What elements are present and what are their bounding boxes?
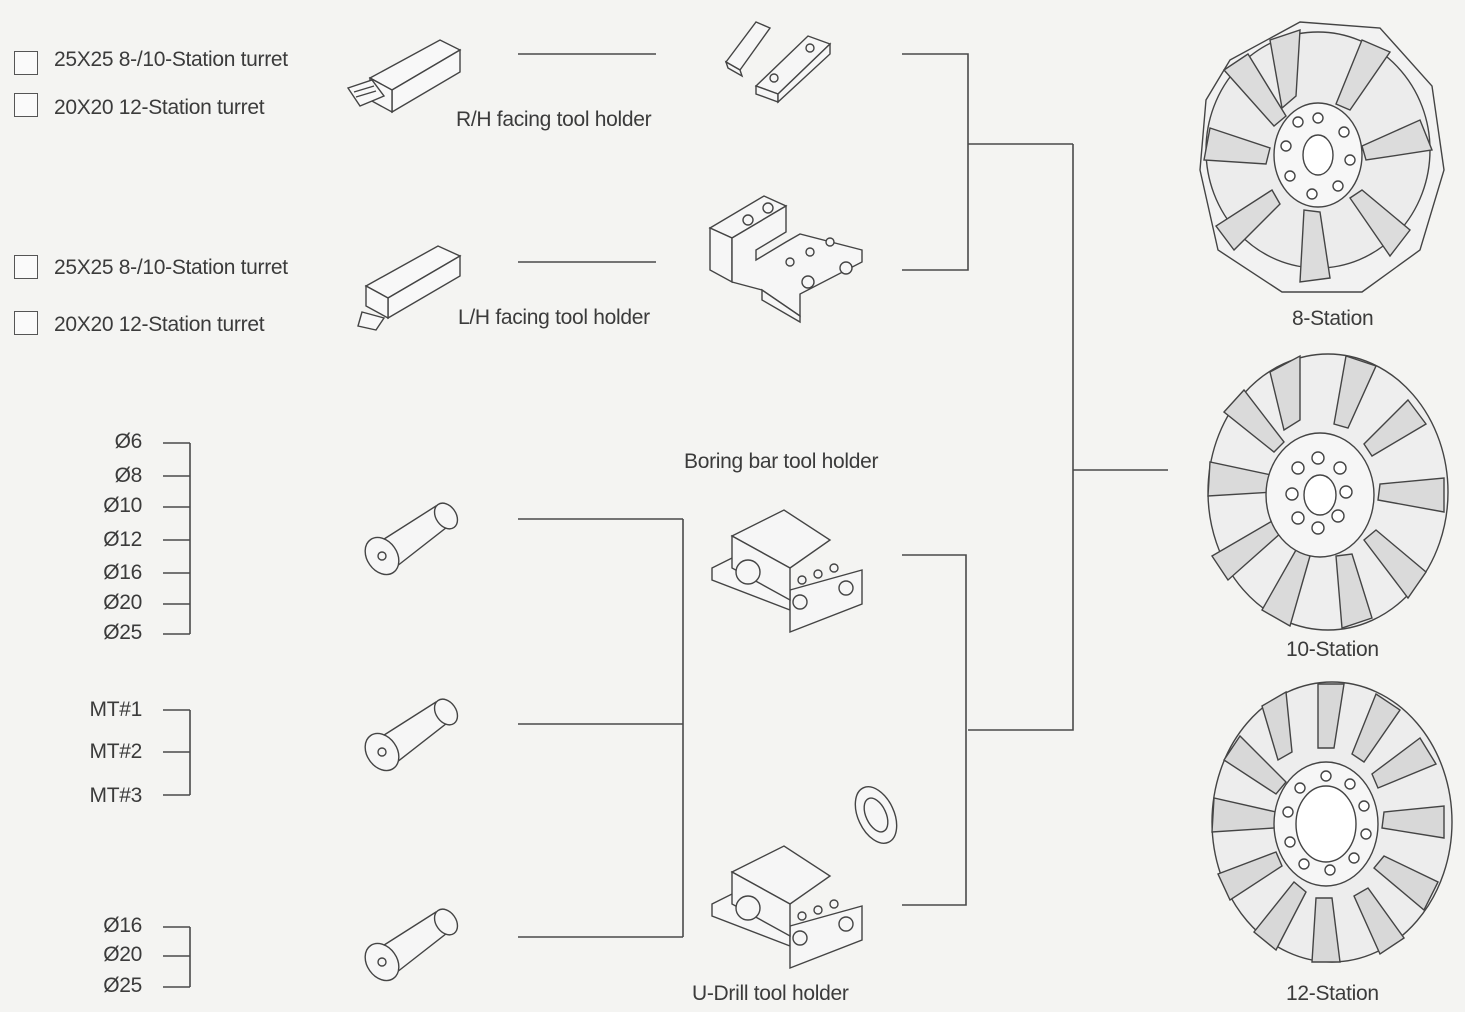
size-label: Ø25 [103,621,142,644]
size-label: Ø16 [103,914,142,937]
turret-label: 12-Station [1286,982,1379,1005]
sleeve-icon [364,698,459,772]
option-checkbox[interactable] [14,255,38,279]
size-label: Ø20 [103,591,142,614]
sleeve-icon [364,502,459,576]
size-label: MT#2 [89,740,143,763]
rh-shank-tool-icon [346,39,462,114]
size-label: Ø8 [114,464,143,487]
size-label: Ø20 [103,943,142,966]
option-label: 25X25 8-/10-Station turret [54,256,288,279]
option-checkbox[interactable] [14,93,38,117]
rh-holder-label: R/H facing tool holder [456,108,652,131]
size-label: MT#1 [89,698,143,721]
option-checkbox[interactable] [14,51,38,75]
turret-label: 10-Station [1286,638,1379,661]
lh-facing-holder-icon [708,195,863,324]
boring-holder-label: Boring bar tool holder [684,450,879,473]
udrill-holder-label: U-Drill tool holder [692,982,849,1005]
option-checkbox[interactable] [14,311,38,335]
size-label: MT#3 [89,784,143,807]
option-label: 20X20 12-Station turret [54,313,265,336]
size-label: Ø12 [103,528,142,551]
turret-12-station-icon [1211,681,1453,963]
turret-label: 8-Station [1292,307,1374,330]
lh-holder-label: L/H facing tool holder [458,306,650,329]
boring-bar-holder-icon [711,509,863,634]
lh-shank-tool-icon [357,245,462,331]
turret-10-station-icon [1207,353,1449,631]
turret-8-station-icon [1199,21,1445,293]
u-drill-holder-icon [711,786,898,970]
rh-facing-holder-icon [724,21,832,104]
option-label: 20X20 12-Station turret [54,96,265,119]
sleeve-icon [364,908,459,982]
option-label: 25X25 8-/10-Station turret [54,48,288,71]
size-label: Ø10 [103,494,142,517]
size-label: Ø16 [103,561,142,584]
size-label: Ø6 [114,430,143,453]
size-label: Ø25 [103,974,142,997]
